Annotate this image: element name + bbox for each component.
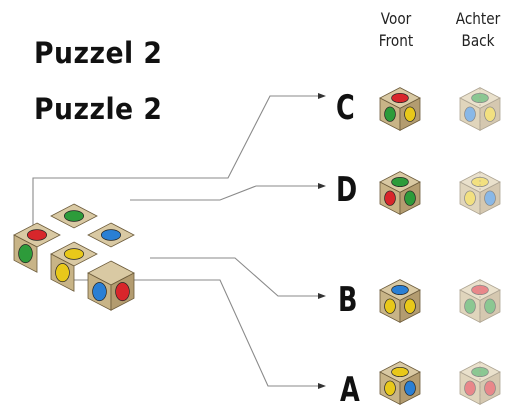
- option-a-back-cube: [459, 361, 501, 406]
- title-line-1: Puzzel 2: [34, 36, 163, 70]
- option-b-front-cube-right-spot: [404, 298, 416, 314]
- back-header-en: Back: [461, 31, 495, 50]
- option-b-back-cube-right-spot: [484, 298, 496, 314]
- option-c-front-cube-top-spot: [391, 92, 409, 104]
- connector-b: [150, 257, 318, 297]
- option-a-front-cube-left-spot: [384, 380, 396, 396]
- option-a-front-cube: [379, 361, 421, 406]
- block-back-top-spot-0: [63, 210, 85, 222]
- option-d-front-cube-right-spot: [404, 190, 416, 206]
- option-d-front-cube-left-spot: [384, 190, 396, 206]
- connector-a-arrowhead: [318, 383, 326, 389]
- front-header: Voor Front: [371, 8, 422, 52]
- back-header: Achter Back: [451, 8, 505, 52]
- title-line-2: Puzzle 2: [34, 92, 163, 126]
- block-front-spot-1: [55, 263, 70, 283]
- option-b-back-cube: [459, 279, 501, 324]
- connector-c: [32, 95, 318, 232]
- option-letter-c: C: [336, 88, 355, 128]
- connector-d: [130, 185, 318, 201]
- block-right-spot: [115, 282, 130, 302]
- connector-a: [60, 279, 318, 387]
- option-d-front-cube-top-spot: [391, 176, 409, 188]
- option-a-front-cube-top-spot: [391, 366, 409, 378]
- option-c-back-cube-left-spot: [464, 106, 476, 122]
- option-c-back-cube: [459, 87, 501, 132]
- option-d-back-cube: [459, 171, 501, 216]
- option-c-front-cube-right-spot: [404, 106, 416, 122]
- connector-b-arrowhead: [318, 293, 326, 299]
- option-d-back-cube-left-spot: [464, 190, 476, 206]
- option-letter-a: A: [340, 370, 360, 410]
- option-a-back-cube-left-spot: [464, 380, 476, 396]
- option-b-front-cube-left-spot: [384, 298, 396, 314]
- option-b-front-cube-top-spot: [391, 284, 409, 296]
- block-back-top-spot-1: [100, 229, 122, 241]
- connector-c-arrowhead: [318, 93, 326, 99]
- option-c-front-cube: [379, 87, 421, 132]
- puzzle-block: [13, 203, 135, 311]
- option-letter-b: B: [338, 280, 358, 320]
- block-top-spot-0: [26, 229, 48, 241]
- option-a-front-cube-right-spot: [404, 380, 416, 396]
- block-top-spot-1: [63, 248, 85, 260]
- block-front-spot-0: [18, 244, 33, 264]
- block-front-spot-2: [92, 282, 107, 302]
- front-header-en: Front: [378, 31, 414, 50]
- option-b-back-cube-left-spot: [464, 298, 476, 314]
- option-a-back-cube-right-spot: [484, 380, 496, 396]
- option-d-front-cube: [379, 171, 421, 216]
- option-d-back-cube-right-spot: [484, 190, 496, 206]
- option-b-front-cube: [379, 279, 421, 324]
- front-header-nl: Voor: [380, 9, 412, 28]
- option-letter-d: D: [336, 170, 358, 210]
- option-c-front-cube-left-spot: [384, 106, 396, 122]
- option-c-back-cube-right-spot: [484, 106, 496, 122]
- back-header-nl: Achter: [455, 9, 501, 28]
- connector-d-arrowhead: [318, 183, 326, 189]
